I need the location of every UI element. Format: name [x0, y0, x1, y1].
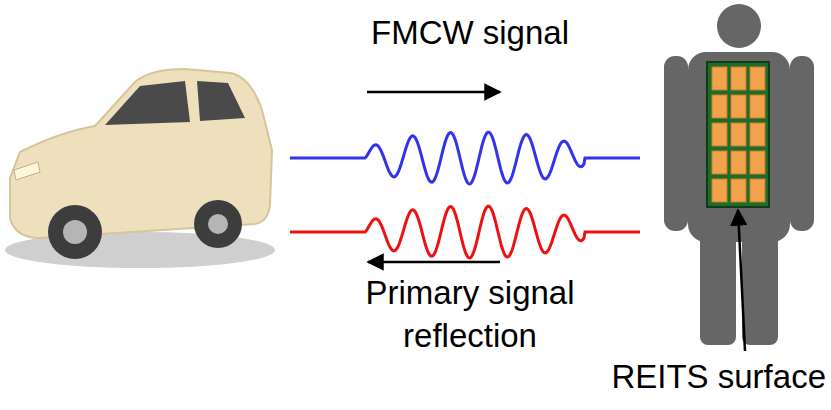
antenna-element [712, 95, 727, 118]
antenna-element [750, 151, 765, 174]
signal-label: FMCW signal [340, 12, 600, 55]
antenna-element [750, 95, 765, 118]
leader-line [738, 210, 745, 351]
antenna-element [731, 95, 746, 118]
antenna-element [712, 67, 727, 90]
reits-panel [707, 62, 769, 207]
antenna-element [731, 179, 746, 202]
antenna-element [750, 123, 765, 146]
direction-arrow [368, 261, 500, 264]
antenna-element [750, 179, 765, 202]
signal-label: Primary signal reflection [330, 272, 610, 358]
person [664, 4, 814, 345]
reflected-wave [290, 206, 640, 258]
antenna-element [712, 151, 727, 174]
antenna-element [712, 123, 727, 146]
antenna-element [731, 67, 746, 90]
car [5, 69, 275, 268]
direction-arrow [367, 91, 500, 94]
antenna-element [712, 179, 727, 202]
part-label: REITS surface [560, 356, 826, 399]
antenna-element [731, 151, 746, 174]
antenna-element [750, 67, 765, 90]
transmit-wave [290, 132, 640, 184]
antenna-element [731, 123, 746, 146]
